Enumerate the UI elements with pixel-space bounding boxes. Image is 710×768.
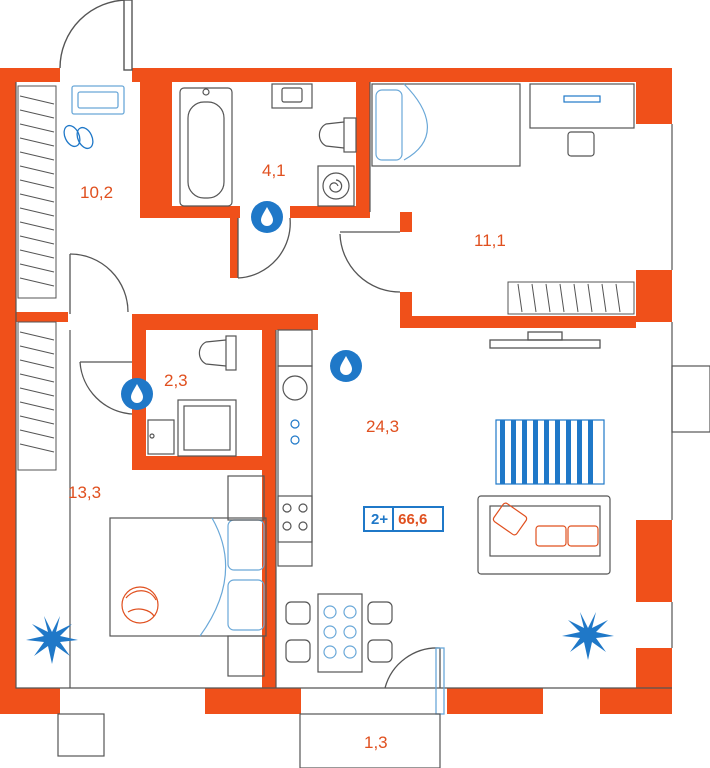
room-area-hallway: 10,2 <box>80 183 113 202</box>
wall-outlines <box>15 82 673 689</box>
sofa-icon <box>477 495 611 575</box>
shower-icon <box>147 399 237 457</box>
room-area-bedroom-large: 13,3 <box>68 483 101 502</box>
interior-door-arcs <box>69 217 445 715</box>
rug-icon <box>495 419 605 485</box>
plant-icon <box>26 616 78 664</box>
room-area-balcony: 1,3 <box>364 733 388 752</box>
water-drop-icon <box>251 201 283 233</box>
tv-icon <box>489 331 601 349</box>
stove-icon <box>277 495 313 543</box>
bed-icon <box>371 83 521 167</box>
bath-mat-icon <box>71 85 125 115</box>
total-area-label: 66,6 <box>398 510 428 528</box>
toilet-icon <box>198 335 237 371</box>
bathtub-icon <box>179 87 233 207</box>
desk-icon <box>529 83 635 157</box>
room-area-kitchen-living: 24,3 <box>366 417 399 436</box>
room-area-bedroom-small: 11,1 <box>474 231 506 250</box>
apartment-summary-badge: 2+ 66,6 <box>363 506 444 532</box>
toilet-icon <box>318 117 357 153</box>
rooms-count-label: 2+ <box>365 508 395 530</box>
room-area-toilet: 2,3 <box>164 371 188 390</box>
kitchen-counter <box>277 329 313 567</box>
sink-icon <box>271 83 313 109</box>
washing-machine-icon <box>317 165 355 207</box>
walls <box>0 68 672 714</box>
water-drop-icon <box>330 350 362 382</box>
water-drop-icon <box>121 378 153 410</box>
window-bays <box>57 365 710 768</box>
dining-table-icon <box>285 593 393 673</box>
wardrobe-icon <box>17 85 635 471</box>
entrance-door <box>59 0 133 71</box>
slippers-icon <box>63 124 94 150</box>
plant-icon <box>562 612 614 660</box>
room-area-bathroom: 4,1 <box>262 161 286 180</box>
bed-icon <box>109 475 267 677</box>
